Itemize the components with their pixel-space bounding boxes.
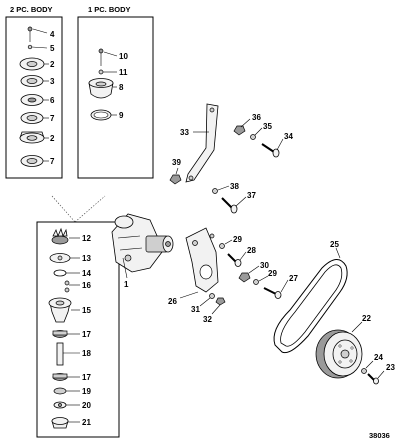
pulley bbox=[315, 329, 363, 379]
callout-30: 30 bbox=[260, 261, 269, 270]
callout-34: 34 bbox=[284, 132, 293, 141]
callout-17-upper: 17 bbox=[82, 330, 91, 339]
callout-18: 18 bbox=[82, 349, 91, 358]
drive-belt bbox=[273, 259, 348, 354]
callout-2-upper: 2 bbox=[50, 60, 55, 69]
impeller-part bbox=[51, 227, 69, 245]
bolt-23 bbox=[367, 373, 379, 385]
pump-internals-panel: 12 13 14 16 15 17 18 17 19 20 21 bbox=[36, 221, 120, 438]
callout-6: 6 bbox=[50, 96, 55, 105]
bolt-34 bbox=[261, 143, 280, 158]
nut-36 bbox=[233, 125, 246, 136]
callout-19: 19 bbox=[82, 387, 91, 396]
washer-29-lower bbox=[253, 279, 259, 285]
callout-24: 24 bbox=[374, 353, 383, 362]
callout-14: 14 bbox=[82, 269, 91, 278]
bolt-27 bbox=[263, 287, 282, 299]
callout-38: 38 bbox=[230, 182, 239, 191]
callout-3: 3 bbox=[50, 77, 55, 86]
callout-15: 15 bbox=[82, 306, 91, 315]
two-piece-body-panel: 2 PC. BODY bbox=[5, 5, 63, 179]
callout-23: 23 bbox=[386, 363, 395, 372]
washer-24 bbox=[361, 368, 367, 374]
pump-internals-box bbox=[36, 221, 120, 438]
callout-21: 21 bbox=[82, 418, 91, 427]
callout-11: 11 bbox=[119, 68, 128, 77]
projection-line-left bbox=[51, 195, 76, 223]
two-piece-body-header: 2 PC. BODY bbox=[10, 5, 53, 14]
one-piece-body-box bbox=[77, 16, 154, 179]
bolt-28 bbox=[227, 253, 242, 267]
two-piece-parts-stack bbox=[19, 26, 45, 167]
callout-27: 27 bbox=[289, 274, 298, 283]
callout-26: 26 bbox=[168, 297, 177, 306]
callout-7-upper: 7 bbox=[50, 114, 55, 123]
callout-5: 5 bbox=[50, 44, 55, 53]
callout-16: 16 bbox=[82, 281, 91, 290]
projection-line-right bbox=[74, 195, 106, 223]
callout-39: 39 bbox=[172, 158, 181, 167]
callout-33: 33 bbox=[180, 128, 189, 137]
washer-29-upper bbox=[219, 243, 225, 249]
callout-31: 31 bbox=[191, 305, 200, 314]
bolt-37 bbox=[221, 197, 238, 214]
adjuster-bracket bbox=[185, 103, 219, 183]
washer-31 bbox=[209, 293, 215, 299]
callout-8: 8 bbox=[119, 83, 124, 92]
callout-7-lower: 7 bbox=[50, 157, 55, 166]
callout-10: 10 bbox=[119, 52, 128, 61]
callout-36: 36 bbox=[252, 113, 261, 122]
power-steering-pump bbox=[111, 213, 174, 273]
callout-32: 32 bbox=[203, 315, 212, 324]
callout-29-lower: 29 bbox=[268, 269, 277, 278]
nut-30 bbox=[238, 272, 251, 283]
figure-number: 38036 bbox=[369, 431, 390, 440]
callout-17-lower: 17 bbox=[82, 373, 91, 382]
callout-2-lower: 2 bbox=[50, 134, 55, 143]
callout-25: 25 bbox=[330, 240, 339, 249]
two-piece-body-box bbox=[5, 16, 63, 179]
callout-28: 28 bbox=[247, 246, 256, 255]
one-piece-body-header: 1 PC. BODY bbox=[88, 5, 131, 14]
callout-9: 9 bbox=[119, 111, 124, 120]
washer-35 bbox=[250, 134, 256, 140]
callout-22: 22 bbox=[362, 314, 371, 323]
callout-35: 35 bbox=[263, 122, 272, 131]
callout-12: 12 bbox=[82, 234, 91, 243]
callout-29-upper: 29 bbox=[233, 235, 242, 244]
washer-38 bbox=[212, 188, 218, 194]
callout-1: 1 bbox=[124, 280, 129, 289]
nut-32 bbox=[215, 297, 226, 306]
callout-20: 20 bbox=[82, 401, 91, 410]
one-piece-body-panel: 1 PC. BODY 10 11 8 9 bbox=[77, 5, 154, 179]
callout-13: 13 bbox=[82, 254, 91, 263]
nut-39 bbox=[169, 174, 182, 185]
mounting-bracket bbox=[185, 227, 219, 293]
callout-37: 37 bbox=[247, 191, 256, 200]
callout-4: 4 bbox=[50, 30, 55, 39]
